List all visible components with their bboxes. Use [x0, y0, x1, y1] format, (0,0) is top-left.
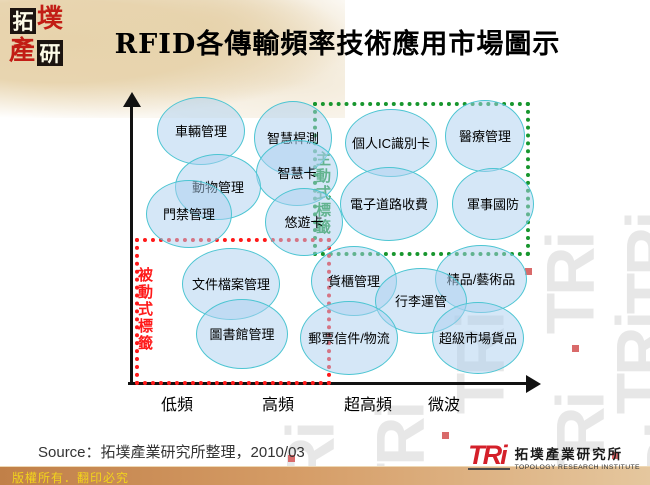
x-axis-arrowhead-icon [526, 375, 541, 393]
bubble-label: 軍事國防 [466, 196, 519, 212]
copyright-text: 版權所有．翻印必究 [12, 471, 130, 485]
bubble-label: 貨櫃管理 [327, 273, 380, 289]
bubble-label: 圖書館管理 [209, 326, 275, 342]
bubble-label: 電子道路收費 [349, 196, 428, 212]
bubble-醫療管理: 醫療管理 [445, 100, 525, 172]
bubble-label: 門禁管理 [162, 206, 215, 222]
x-tick-微波: 微波 [427, 397, 461, 414]
tri-logo-names: 拓墣產業研究所 TOPOLOGY RESEARCH INSTITUTE [515, 443, 640, 471]
bubble-郵票信件/物流: 郵票信件/物流 [300, 301, 398, 375]
institute-name-en: TOPOLOGY RESEARCH INSTITUTE [514, 464, 640, 471]
bubble-label: 郵票信件/物流 [308, 330, 390, 346]
seal-char-4: 研 [37, 40, 63, 66]
seal-char-1: 拓 [10, 8, 36, 34]
bubble-label: 智慧卡 [277, 165, 317, 181]
x-tick-超高頻: 超高頻 [343, 397, 393, 414]
region-label: 被動式標籤 [136, 267, 153, 352]
bubble-軍事國防: 軍事國防 [452, 168, 534, 240]
source-citation: Source：拓墣產業研究所整理，2010/03 [38, 444, 305, 461]
bubble-label: 車輛管理 [174, 123, 227, 139]
bubble-label: 超級市場貨品 [438, 330, 517, 346]
bubble-label: 精品/藝術品 [446, 271, 516, 287]
page-title: RFID各傳輸頻率技術應用市場圖示 [114, 29, 561, 60]
tri-institute-logo: TRi 拓墣產業研究所 TOPOLOGY RESEARCH INSTITUTE [468, 441, 640, 471]
institute-name-cn: 拓墣產業研究所 [514, 447, 624, 463]
tri-logo-letters: TRi [468, 441, 510, 471]
bubble-悠遊卡: 悠遊卡 [265, 188, 343, 256]
y-axis-arrowhead-icon [123, 92, 141, 107]
seal-char-3: 產 [9, 36, 36, 66]
bubble-個人IC識別卡: 個人IC識別卡 [345, 109, 437, 177]
bubble-label: 文件檔案管理 [191, 276, 270, 292]
topology-seal-logo: 拓 墣 產 研 [8, 5, 66, 71]
x-tick-低頻: 低頻 [160, 397, 194, 414]
bubble-label: 個人IC識別卡 [351, 135, 430, 151]
bubble-label: 行李運管 [394, 293, 447, 309]
bubble-label: 悠遊卡 [284, 214, 324, 230]
copyright-strip: 版權所有．翻印必究 [0, 466, 650, 485]
bubble-超級市場貨品: 超級市場貨品 [432, 302, 524, 374]
bubble-圖書館管理: 圖書館管理 [196, 299, 288, 369]
bubble-車輛管理: 車輛管理 [157, 97, 245, 165]
x-tick-高頻: 高頻 [261, 397, 295, 414]
bubble-電子道路收費: 電子道路收費 [340, 167, 438, 241]
seal-char-2: 墣 [37, 4, 64, 34]
bubble-label: 醫療管理 [458, 128, 511, 144]
bubble-門禁管理: 門禁管理 [146, 180, 232, 248]
y-axis [130, 104, 133, 384]
